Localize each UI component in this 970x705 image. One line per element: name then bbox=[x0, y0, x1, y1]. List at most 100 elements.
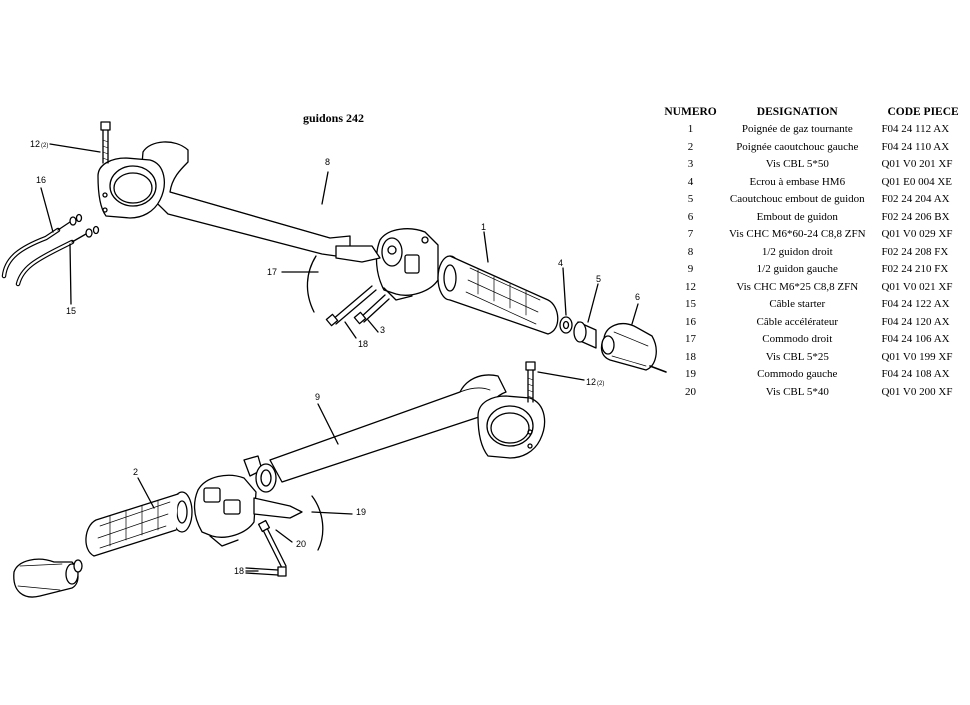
leader-6 bbox=[631, 303, 639, 325]
cell-designation: Vis CHC M6*60-24 C8,8 ZFN bbox=[728, 228, 866, 240]
header-numero: NUMERO bbox=[664, 106, 717, 118]
leader-15 bbox=[69, 243, 72, 305]
cell-designation: Commodo droit bbox=[762, 333, 833, 345]
cell-designation: Câble starter bbox=[769, 298, 826, 310]
leader-1 bbox=[483, 231, 489, 263]
left-clamp bbox=[477, 395, 546, 459]
cell-code-piece: Q01 V0 029 XF bbox=[881, 228, 953, 240]
table-row: 19 Commodo gauche F04 24 108 AX bbox=[660, 366, 968, 384]
cell-numero: 6 bbox=[687, 210, 694, 223]
throttle-cable-16 bbox=[1, 213, 83, 279]
callout-18-upper: 18 bbox=[358, 339, 368, 349]
callout-6: 6 bbox=[635, 292, 640, 302]
cell-code-piece: Q01 V0 200 XF bbox=[881, 385, 953, 398]
header-designation: DESIGNATION bbox=[756, 106, 838, 118]
cell-numero: 12 bbox=[685, 280, 697, 293]
callout-19: 19 bbox=[356, 507, 366, 517]
cell-designation: Ecrou à embase HM6 bbox=[749, 175, 846, 188]
cell-numero: 3 bbox=[687, 158, 694, 170]
cell-code-piece: Q01 E0 004 XE bbox=[881, 175, 953, 188]
table-row: 5 Caoutchouc embout de guidon F02 24 204 A… bbox=[660, 191, 968, 209]
diagram-title: guidons 242 bbox=[303, 111, 364, 125]
cell-designation: Embout de guidon bbox=[756, 210, 838, 223]
callout-8: 8 bbox=[325, 157, 330, 167]
cell-code-piece: F04 24 122 AX bbox=[881, 298, 950, 310]
cell-code-piece: Q01 V0 199 XF bbox=[881, 350, 953, 363]
leader-3 bbox=[367, 319, 379, 333]
cell-numero: 5 bbox=[687, 193, 694, 205]
screw-3 bbox=[353, 294, 390, 325]
bracket-19 bbox=[311, 495, 324, 551]
bar-end-6 bbox=[600, 323, 667, 373]
callout-5: 5 bbox=[596, 274, 601, 284]
cell-numero: 2 bbox=[687, 140, 694, 153]
cell-numero: 18 bbox=[685, 350, 697, 363]
callout-2: 2 bbox=[133, 467, 138, 477]
leader-19 bbox=[311, 511, 353, 515]
left-switch-housing bbox=[193, 455, 303, 547]
callout-12-upper-qty: (2) bbox=[41, 143, 48, 149]
cell-numero: 20 bbox=[685, 385, 697, 398]
leader-20 bbox=[275, 529, 293, 543]
callout-16: 16 bbox=[36, 175, 46, 185]
left-handlebar-half bbox=[269, 374, 507, 483]
cell-numero: 17 bbox=[685, 333, 697, 345]
callout-12-lower-qty: (2) bbox=[597, 381, 604, 387]
table-row: 4 Ecrou à embase HM6 Q01 E0 004 XE bbox=[660, 174, 968, 192]
cell-code-piece: F02 24 208 FX bbox=[881, 245, 949, 258]
cell-code-piece: Q01 V0 201 XF bbox=[881, 158, 953, 170]
header-code-piece: CODE PIECE bbox=[887, 106, 959, 118]
cell-designation: 1/2 guidon droit bbox=[761, 245, 833, 258]
right-clamp bbox=[97, 157, 165, 219]
left-grip bbox=[85, 491, 193, 557]
cell-code-piece: F04 24 112 AX bbox=[881, 123, 950, 135]
bar-end-rubber-5 bbox=[573, 321, 597, 349]
table-header-row: NUMERO DESIGNATION CODE PIECE bbox=[660, 106, 968, 121]
cell-designation: 1/2 guidon gauche bbox=[756, 263, 838, 275]
cell-designation: Poignée caoutchouc gauche bbox=[736, 140, 859, 153]
table-row: 9 1/2 guidon gauche F02 24 210 FX bbox=[660, 261, 968, 279]
leader-2 bbox=[137, 477, 155, 509]
callout-12-lower: 12 bbox=[586, 377, 596, 387]
leader-16 bbox=[40, 187, 54, 233]
cell-code-piece: F04 24 110 AX bbox=[881, 140, 950, 153]
cell-designation: Commodo gauche bbox=[757, 368, 838, 380]
table-row: 8 1/2 guidon droit F02 24 208 FX bbox=[660, 244, 968, 262]
cell-code-piece: F02 24 204 AX bbox=[881, 193, 950, 205]
callout-12-upper: 12 bbox=[30, 139, 40, 149]
leader-12-upper bbox=[49, 143, 101, 153]
cell-designation: Caoutchouc embout de guidon bbox=[729, 193, 865, 205]
leader-12-lower bbox=[537, 371, 585, 381]
leader-18-upper bbox=[344, 321, 357, 339]
cell-numero: 16 bbox=[685, 315, 697, 328]
right-switch-housing bbox=[335, 228, 439, 301]
cell-code-piece: F04 24 120 AX bbox=[881, 315, 950, 328]
table-row: 2 Poignée caoutchouc gauche F04 24 110 AX bbox=[660, 139, 968, 157]
cell-designation: Vis CBL 5*50 bbox=[765, 158, 829, 170]
clamp-screw-upper bbox=[100, 121, 111, 164]
cell-numero: 8 bbox=[687, 245, 694, 258]
cell-code-piece: F02 24 210 FX bbox=[881, 263, 949, 275]
table-row: 17 Commodo droit F04 24 106 AX bbox=[660, 331, 968, 349]
left-bar-end bbox=[13, 558, 83, 598]
cell-designation: Vis CBL 5*25 bbox=[765, 350, 829, 363]
callout-3: 3 bbox=[380, 325, 385, 335]
callout-9: 9 bbox=[315, 392, 320, 402]
cell-code-piece: F04 24 108 AX bbox=[881, 368, 950, 380]
clamp-screw-lower bbox=[525, 361, 536, 403]
cell-numero: 4 bbox=[687, 175, 694, 188]
cell-code-piece: F04 24 106 AX bbox=[881, 333, 950, 345]
cell-numero: 9 bbox=[687, 263, 694, 275]
callout-20: 20 bbox=[296, 539, 306, 549]
choke-cable-15 bbox=[15, 225, 100, 287]
cell-numero: 19 bbox=[685, 368, 697, 380]
callout-15: 15 bbox=[66, 306, 76, 316]
